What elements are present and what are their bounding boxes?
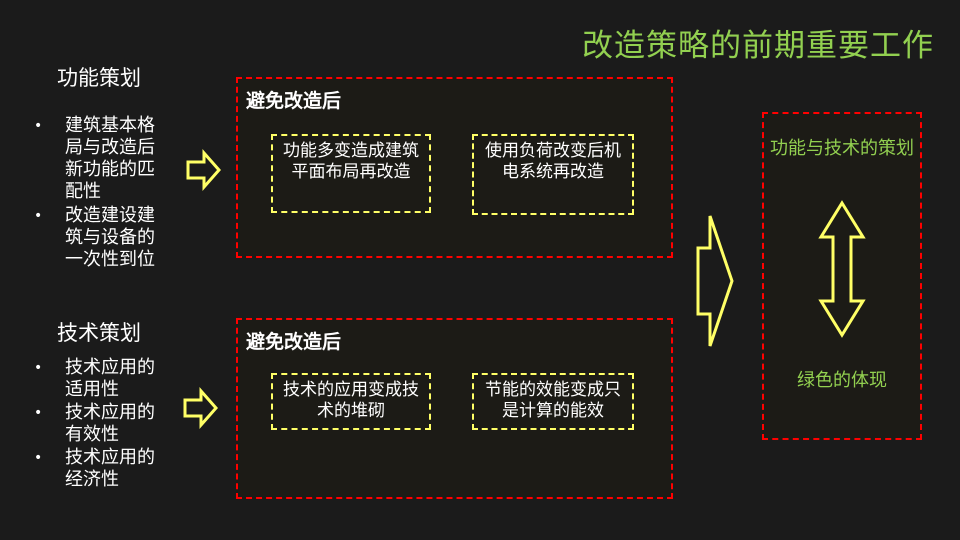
functional-heading: 功能策划 (57, 66, 141, 90)
technical-item-box: 节能的效能变成只是计算的能效 (472, 373, 634, 430)
big-right-arrow-icon (696, 215, 734, 347)
technical-item-text: 节能的效能变成只是计算的能效 (485, 380, 621, 421)
functional-item-text: 使用负荷改变后机电系统再改造 (485, 141, 621, 182)
functional-bullet-list: 建筑基本格局与改造后新功能的匹配性 改造建设建筑与设备的一次性到位 (34, 115, 167, 271)
right-arrow-icon (183, 387, 219, 429)
functional-bullet: 建筑基本格局与改造后新功能的匹配性 (34, 115, 167, 203)
functional-item-box: 使用负荷改变后机电系统再改造 (472, 134, 634, 215)
double-arrow-icon (818, 200, 866, 338)
result-box (762, 112, 922, 440)
technical-bullet: 技术应用的适用性 (34, 357, 167, 401)
functional-avoid-box: 避免改造后 (236, 77, 673, 258)
technical-bullet-list: 技术应用的适用性 技术应用的有效性 技术应用的经济性 (34, 357, 167, 491)
functional-bullet: 改造建设建筑与设备的一次性到位 (34, 205, 167, 271)
technical-item-text: 技术的应用变成技术的堆砌 (283, 380, 419, 421)
functional-item-box: 功能多变造成建筑平面布局再改造 (271, 134, 431, 213)
technical-avoid-box: 避免改造后 (236, 318, 673, 499)
functional-item-text: 功能多变造成建筑平面布局再改造 (283, 141, 419, 182)
slide-title: 改造策略的前期重要工作 (582, 28, 934, 64)
right-arrow-icon (186, 149, 222, 191)
result-top-text: 功能与技术的策划 (770, 138, 914, 159)
result-bottom-text: 绿色的体现 (797, 370, 887, 391)
technical-bullet: 技术应用的经济性 (34, 447, 167, 491)
technical-item-box: 技术的应用变成技术的堆砌 (271, 373, 431, 430)
functional-box-title: 避免改造后 (246, 90, 342, 112)
technical-heading: 技术策划 (57, 321, 141, 345)
technical-box-title: 避免改造后 (246, 331, 342, 353)
technical-bullet: 技术应用的有效性 (34, 402, 167, 446)
